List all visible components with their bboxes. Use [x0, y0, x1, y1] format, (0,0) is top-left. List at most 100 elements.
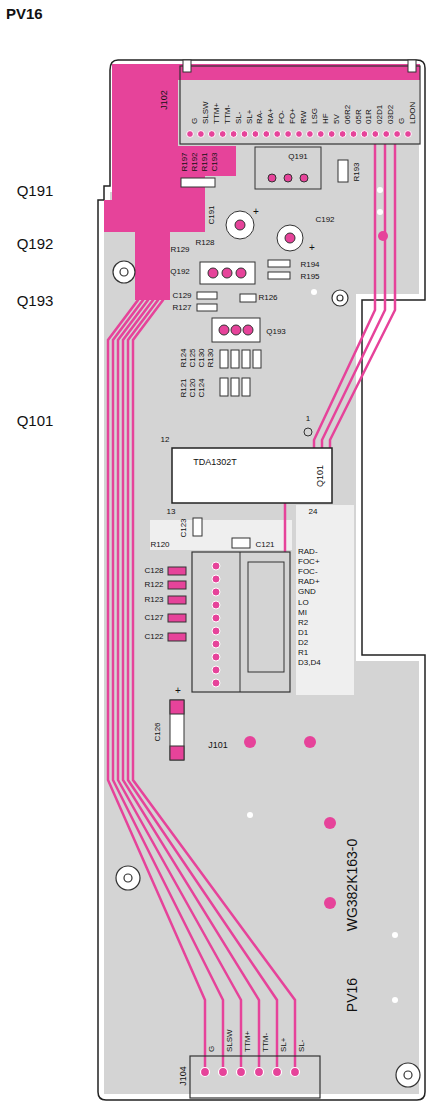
- pin-pad: [187, 131, 194, 138]
- pin-name: RA+: [267, 108, 275, 124]
- pin-pad: [212, 627, 220, 635]
- pin-pad: [274, 131, 281, 138]
- mounting-holes: [113, 261, 420, 1087]
- part-label: C125: [189, 348, 197, 367]
- capacitor-symbol: [277, 225, 303, 251]
- capacitor-pad: [285, 233, 295, 243]
- part-label: Q192: [170, 268, 190, 276]
- part-label: C191: [208, 205, 216, 224]
- pin-name: 5V: [333, 114, 341, 124]
- housing-inner: [248, 562, 284, 672]
- pin-name: TTM+: [213, 103, 221, 124]
- pin-pad: [291, 1068, 300, 1077]
- part-label: C120: [189, 378, 197, 397]
- hole: [377, 209, 383, 215]
- connector-label: J104: [179, 1066, 188, 1086]
- pin-pad: [212, 575, 220, 583]
- part-label: Q101: [316, 465, 325, 487]
- smd-pad: [253, 350, 261, 368]
- pin-name: 02D1: [376, 105, 384, 124]
- pin-number: 13: [167, 508, 176, 516]
- resistor-pad: [197, 304, 217, 311]
- pad: [222, 268, 232, 278]
- pin-pad: [372, 131, 379, 138]
- part-label: R129: [170, 246, 189, 254]
- part-label: Q191: [288, 153, 308, 161]
- pin-name: TTM+: [244, 1031, 252, 1052]
- via: [244, 736, 256, 748]
- pin-pad: [361, 131, 368, 138]
- trace: [113, 146, 223, 1072]
- housing-divider: [240, 552, 241, 692]
- pin-pad: [241, 131, 248, 138]
- pin-name: FOC-: [298, 568, 318, 576]
- smd-pad: [193, 518, 202, 536]
- trace: [133, 146, 295, 1072]
- pin-pad: [350, 131, 357, 138]
- capacitor-pad: [170, 746, 184, 760]
- callout-label: Q191: [17, 183, 54, 198]
- callout-label: Q192: [17, 236, 54, 251]
- bare-area: [296, 505, 354, 695]
- smd-pad: [242, 350, 250, 368]
- pin-pad: [307, 131, 314, 138]
- connector-label: J102: [160, 90, 169, 110]
- part-label: C128: [144, 567, 163, 575]
- part-label: C193: [211, 152, 219, 171]
- smd-pad: [168, 567, 186, 575]
- via: [304, 736, 316, 748]
- smd-pad: [220, 378, 228, 396]
- part-label: Q193: [266, 328, 286, 336]
- part-label: R193: [353, 162, 361, 181]
- board-text: PV16: [345, 978, 359, 1012]
- trace: [330, 144, 395, 448]
- pin-name: SL-: [235, 112, 243, 124]
- pin-name: SLSW: [202, 101, 210, 124]
- part-label: C192: [315, 216, 334, 224]
- pin-pad: [219, 1068, 228, 1077]
- pin-name: G: [208, 1046, 216, 1052]
- part-label: C129: [172, 292, 191, 300]
- smd-pad: [168, 633, 186, 641]
- via-dots: [244, 231, 388, 909]
- pin-name: GND: [298, 588, 316, 596]
- smd-pad: [242, 378, 250, 396]
- pin-pad: [212, 588, 220, 596]
- transistor-outline: [200, 262, 255, 284]
- pin-name: MI: [298, 609, 307, 617]
- pin-pad: [198, 131, 205, 138]
- part-label: R128: [195, 239, 214, 247]
- part-label: R197: [181, 152, 189, 171]
- pin-number: 12: [161, 436, 170, 444]
- resistor-pad: [338, 160, 348, 182]
- part-label: R191: [201, 152, 209, 171]
- mounting-hole: [116, 866, 140, 890]
- via: [324, 817, 336, 829]
- trace: [314, 144, 375, 448]
- pin-pad: [394, 131, 401, 138]
- pin-name: TTM-: [224, 105, 232, 124]
- pin-pad: [317, 131, 324, 138]
- pin-name: LSG: [311, 108, 319, 124]
- pin-pad: [383, 131, 390, 138]
- part-label: R194: [300, 261, 319, 269]
- pin-pad: [212, 679, 220, 687]
- resistor-pad: [268, 260, 290, 267]
- pin-name: RAD+: [298, 578, 320, 586]
- pin-name: RAD-: [298, 548, 318, 556]
- pin-name: RW: [300, 111, 308, 124]
- connector-housing: [180, 66, 420, 144]
- part-label: R121: [180, 378, 188, 397]
- trace: [123, 146, 259, 1072]
- pad: [300, 174, 308, 182]
- board-text: WG382K163-0: [345, 839, 359, 932]
- pin-row: [201, 1068, 300, 1077]
- part-label: R195: [300, 273, 319, 281]
- pin-pad: [212, 562, 220, 570]
- part-label: TDA1302T: [193, 458, 237, 467]
- pin-pad: [219, 131, 226, 138]
- pin-pad: [285, 131, 292, 138]
- mounting-hole-core: [337, 295, 343, 301]
- pin-pad: [212, 653, 220, 661]
- mounting-hole: [113, 261, 135, 283]
